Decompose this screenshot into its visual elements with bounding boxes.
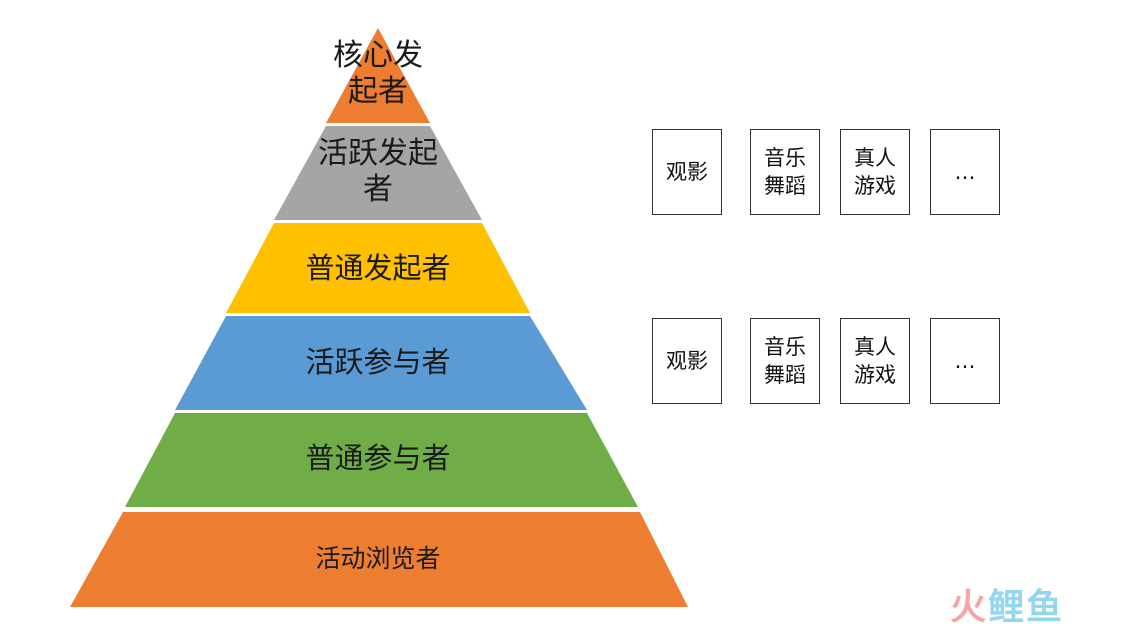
category-box-live-games: 真人 游戏 (840, 318, 910, 404)
layer-active-initiators (274, 126, 482, 220)
layer-label-activity-browsers: 活动浏览者 (315, 544, 441, 573)
category-box-live-games: 真人 游戏 (840, 129, 910, 215)
category-box-music-dance: 音乐 舞蹈 (750, 129, 820, 215)
watermark-part-fire: 火 (950, 587, 989, 628)
layer-label-core-initiators: 核心发 起者 (333, 38, 423, 109)
category-box-movies: 观影 (652, 129, 722, 215)
layer-label-regular-participants: 普通参与者 (305, 440, 451, 475)
layer-activity-browsers (70, 512, 688, 607)
category-box-movies: 观影 (652, 318, 722, 404)
layer-regular-participants (125, 413, 638, 507)
category-box-more: … (930, 318, 1000, 404)
layer-active-participants (175, 316, 587, 410)
layer-regular-initiators (226, 223, 530, 313)
watermark-part-carp: 鲤鱼 (988, 587, 1065, 628)
layer-core-initiators (326, 28, 430, 123)
watermark-logo: 火鲤鱼 (950, 578, 1064, 630)
layer-label-active-participants: 活跃参与者 (305, 344, 451, 379)
category-box-more: … (930, 129, 1000, 215)
layer-label-active-initiators: 活跃发起 者 (318, 136, 438, 207)
layer-label-regular-initiators: 普通发起者 (305, 250, 451, 285)
category-box-music-dance: 音乐 舞蹈 (750, 318, 820, 404)
